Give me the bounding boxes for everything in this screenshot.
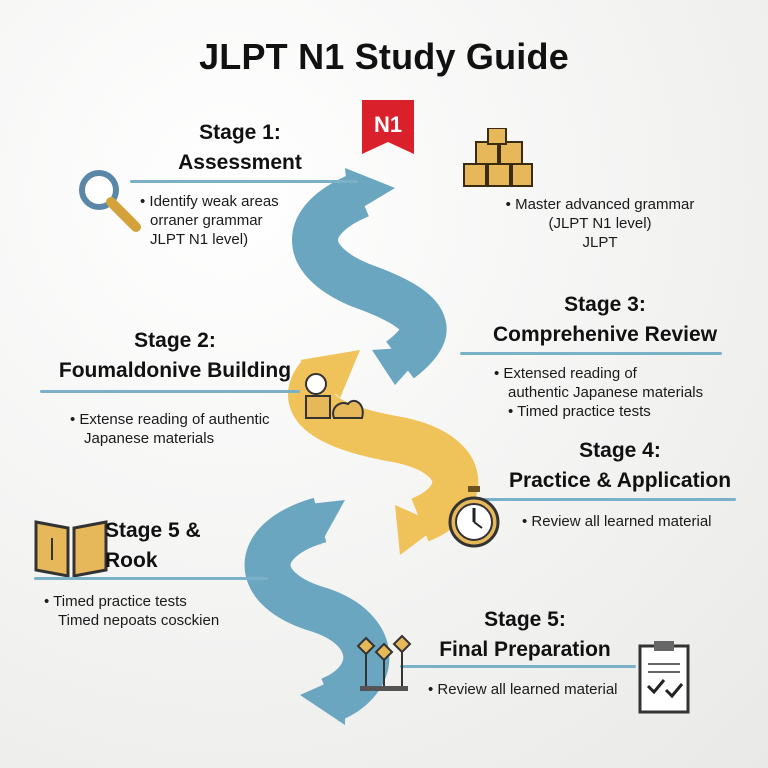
- n1-badge: N1: [360, 98, 416, 158]
- arrowhead-upper-bottom: [372, 346, 430, 385]
- cubes-icon: [460, 127, 536, 197]
- stage5-title: Stage 5: Final Preparation: [439, 608, 611, 661]
- stage3-rule: [460, 352, 722, 355]
- stage5b-rule: [34, 577, 268, 580]
- flow-blue-lower: [244, 497, 390, 722]
- stage4-rule: [470, 498, 736, 501]
- stage3-title: Stage 3: Comprehenive Review: [492, 293, 718, 346]
- n1-badge-text: N1: [374, 112, 402, 137]
- stage4-bullets: Review all learned material: [522, 512, 752, 531]
- magnifier-icon: [74, 165, 144, 240]
- stage2-rule: [40, 390, 300, 393]
- stopwatch-icon: [446, 484, 502, 555]
- arrowhead-lower-bottom: [300, 675, 345, 725]
- book-icon: [32, 516, 110, 585]
- master-bullet: (JLPT N1 level): [548, 215, 652, 232]
- checklist-icon: [636, 640, 692, 721]
- flow-blue-upper: [292, 173, 447, 379]
- stage5b-bullets: Timed practice tests Timed nepoats cosck…: [44, 592, 264, 630]
- master-bullet: Master advanced grammar: [480, 195, 720, 214]
- stage5b-bullet: Timed practice tests: [44, 592, 264, 611]
- stage1-bullets: Identify weak areas orraner grammar JLPT…: [140, 192, 350, 249]
- stage3-bullet: authentic Japanese materials: [508, 384, 704, 401]
- stage3-bullet: Timed practice tests: [494, 402, 744, 421]
- stage1-bullet: Identify weak areas: [140, 192, 350, 211]
- stage5b-bullet: Timed nepoats cosckien: [58, 612, 220, 629]
- stage5b-title: Stage 5 & Rook: [105, 519, 201, 572]
- stage5-rule: [400, 665, 636, 668]
- page-title: JLPT N1 Study Guide: [199, 36, 569, 77]
- trophy-icon: [354, 634, 414, 703]
- stage2-bullet: Extense reading of authentic: [70, 410, 310, 429]
- stage2-title: Stage 2: Foumaldonive Building: [58, 329, 292, 382]
- stage2-bullet: Japanese materials: [84, 430, 215, 447]
- stage4-title: Stage 4: Practice & Application: [508, 439, 732, 492]
- arrowhead-yellow-top: [300, 350, 360, 398]
- stage4-bullet: Review all learned material: [522, 512, 752, 531]
- stage5-bullets: Review all learned material: [428, 680, 638, 699]
- stage1-title: Stage 1: Assessment: [178, 121, 302, 174]
- master-bullet: JLPT: [582, 234, 618, 251]
- stage3-bullets: Extensed reading of authentic Japanese m…: [494, 364, 744, 421]
- stage2-bullets: Extense reading of authentic Japanese ma…: [70, 410, 310, 448]
- stage1-rule: [130, 180, 358, 183]
- stage5-bullet: Review all learned material: [428, 680, 638, 699]
- stage3-bullet: Extensed reading of: [494, 364, 744, 383]
- arrowhead-lower-top: [300, 500, 345, 545]
- building-icon: [300, 372, 368, 433]
- arrowhead-upper-top: [345, 168, 395, 215]
- master-bullets: Master advanced grammar (JLPT N1 level) …: [480, 195, 720, 252]
- stage1-bullet: JLPT N1 level): [150, 231, 249, 248]
- stage1-bullet: orraner grammar: [150, 212, 263, 229]
- arrowhead-yellow-bottom: [395, 505, 440, 555]
